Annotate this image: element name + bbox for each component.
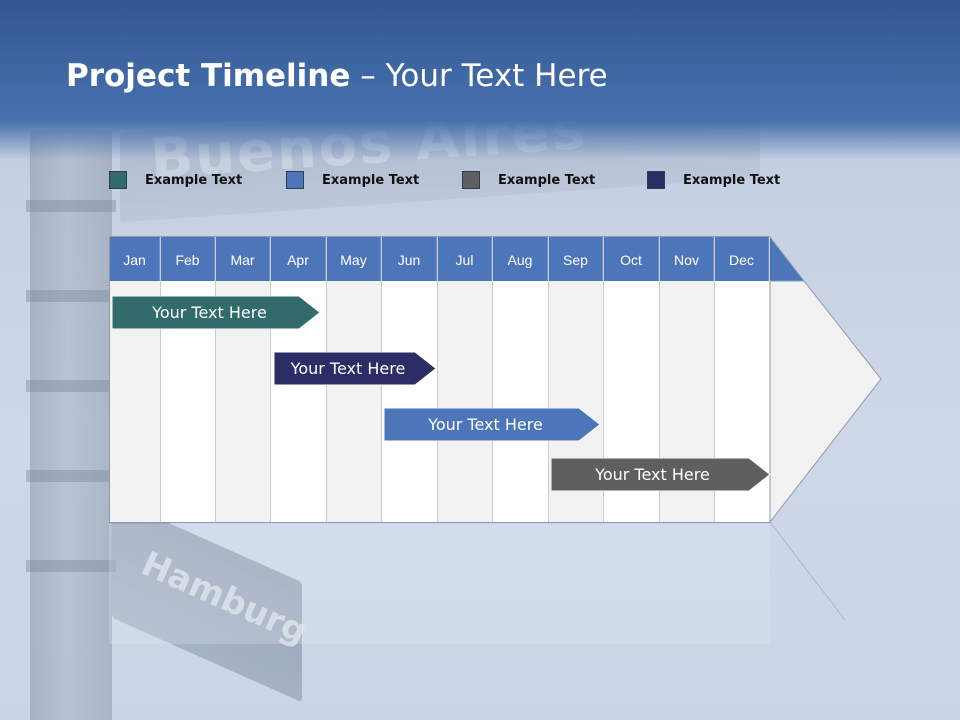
month-column-feb: Feb [161,237,216,522]
month-header-jan: Jan [110,237,160,281]
slide-title-rest: – Your Text Here [350,58,608,94]
month-header-jul: Jul [438,237,492,281]
task-label: Your Text Here [595,465,710,484]
signpost-pole-graphic [30,130,112,720]
month-header-sep: Sep [549,237,603,281]
month-column-mar: Mar [216,237,271,522]
task-arrow-polygon [274,352,437,385]
task-arrow[interactable]: Your Text Here [384,408,601,441]
task-arrow-polygon [384,408,601,441]
month-column-jul: Jul [438,237,493,522]
month-column-jan: Jan [110,237,161,522]
task-label: Your Text Here [428,415,543,434]
legend-label: Example Text [322,173,420,188]
task-arrow-shape [384,408,601,441]
month-header-apr: Apr [271,237,326,281]
month-header-aug: Aug [493,237,548,281]
pole-band-graphic [26,380,116,392]
slide-title-bold: Project Timeline [66,58,351,94]
month-header-mar: Mar [216,237,270,281]
task-arrow[interactable]: Your Text Here [112,296,321,329]
month-column-aug: Aug [493,237,549,522]
arrow-head-body [769,280,882,524]
month-header-may: May [327,237,381,281]
legend-swatch [647,171,665,189]
legend-item: Example Text [647,170,797,192]
header-band [0,0,960,160]
arrow-head-edge [769,236,805,282]
task-label: Your Text Here [152,303,267,322]
legend-swatch [286,171,304,189]
task-arrow[interactable]: Your Text Here [551,458,771,491]
pole-band-graphic [26,470,116,482]
task-arrow-polygon [112,296,321,329]
grid-reflection [109,524,770,644]
legend-label: Example Text [498,173,596,188]
legend-swatch [109,171,127,189]
month-header-nov: Nov [660,237,714,281]
pole-band-graphic [26,560,116,572]
task-label: Your Text Here [290,359,406,378]
task-arrow-shape [274,352,437,385]
task-arrow-shape [551,458,771,491]
arrow-reflection-line [769,521,846,621]
pole-band-graphic [26,200,116,212]
legend-item: Example Text [286,170,436,192]
legend-label: Example Text [145,173,243,188]
task-arrow[interactable]: Your Text Here [274,352,437,385]
legend-item: Example Text [462,170,612,192]
month-header-jun: Jun [382,237,437,281]
month-header-dec: Dec [715,237,769,281]
task-arrow-polygon [551,458,771,491]
legend-swatch [462,171,480,189]
pole-band-graphic [26,290,116,302]
slide-title: Project Timeline – Your Text Here [66,58,608,94]
month-header-oct: Oct [604,237,659,281]
month-header-feb: Feb [161,237,215,281]
task-arrow-shape [112,296,321,329]
legend-label: Example Text [683,173,781,188]
legend-item: Example Text [109,170,259,192]
